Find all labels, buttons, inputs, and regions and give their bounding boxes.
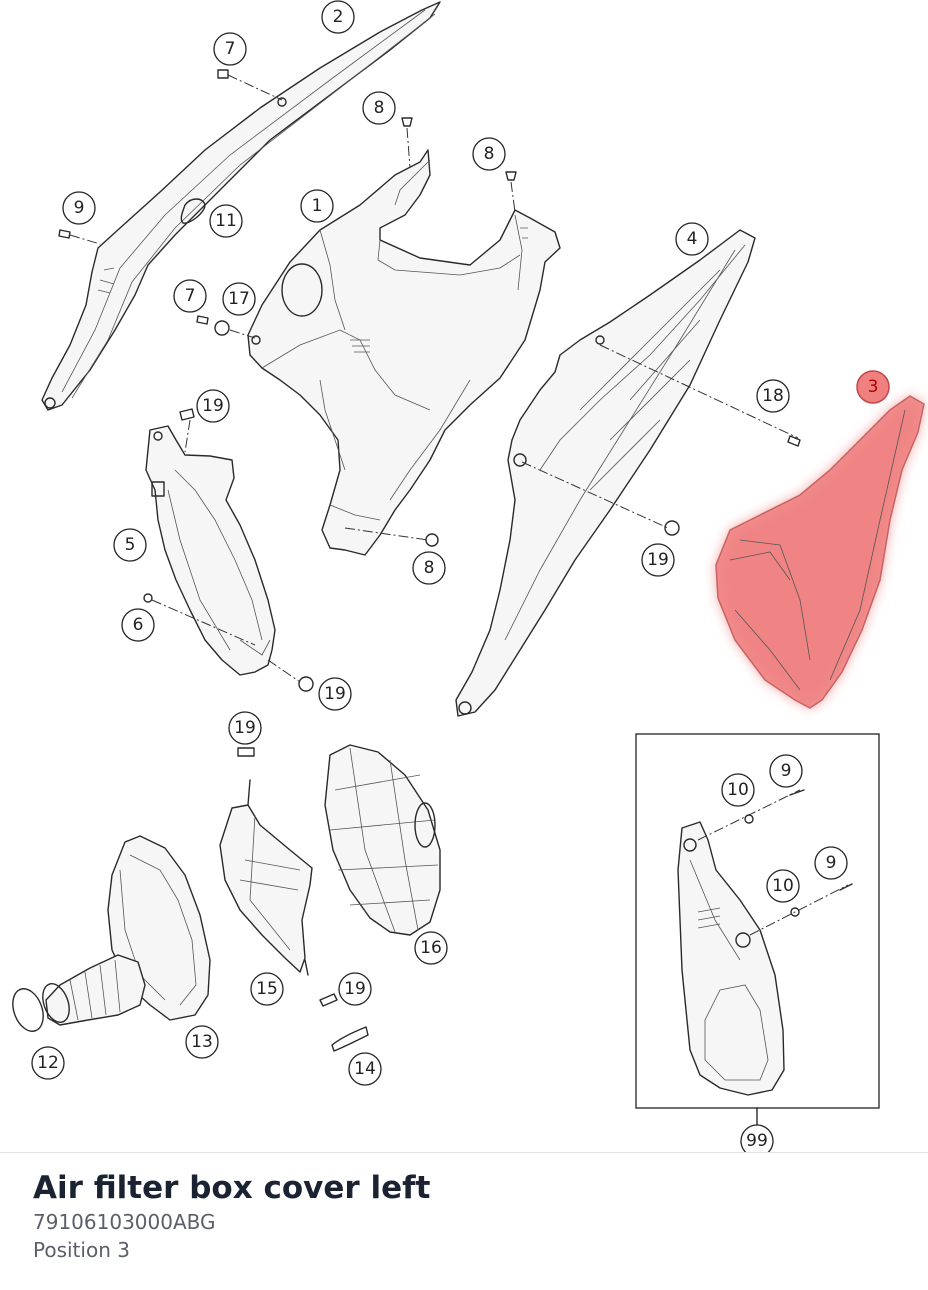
- callout-17[interactable]: 17: [222, 282, 256, 316]
- callout-19-b-label: 19: [647, 550, 669, 570]
- callout-8-top-right[interactable]: 8: [472, 137, 506, 171]
- callout-3-highlighted[interactable]: 3: [856, 370, 890, 404]
- callout-10-inset-top[interactable]: 10: [721, 773, 755, 807]
- part-1-airbox: [247, 149, 561, 556]
- callout-99-label: 99: [746, 1131, 768, 1151]
- part-position: Position 3: [33, 1238, 130, 1262]
- part-4-side-panel: [455, 229, 756, 717]
- callout-19-a[interactable]: 19: [196, 389, 230, 423]
- callout-18[interactable]: 18: [756, 379, 790, 413]
- callout-9-inset-bottom[interactable]: 9: [814, 846, 848, 880]
- part-12-hose-clamp: [12, 954, 146, 1032]
- hardware-fasteners: [58, 69, 801, 1052]
- callout-12[interactable]: 12: [31, 1046, 65, 1080]
- callout-8-top-left-label: 8: [374, 98, 385, 118]
- callout-7-top-label: 7: [225, 39, 236, 59]
- callout-2[interactable]: 2: [321, 0, 355, 34]
- part-5-intake-frame: [145, 425, 276, 676]
- callout-4[interactable]: 4: [675, 222, 709, 256]
- callout-9-left[interactable]: 9: [62, 191, 96, 225]
- callout-15-label: 15: [256, 979, 278, 999]
- callout-8-bottom-label: 8: [424, 558, 435, 578]
- callout-14-label: 14: [354, 1059, 376, 1079]
- callout-6[interactable]: 6: [121, 608, 155, 642]
- callout-1[interactable]: 1: [300, 189, 334, 223]
- callout-9-left-label: 9: [74, 198, 85, 218]
- callout-8-top-left[interactable]: 8: [362, 91, 396, 125]
- callout-2-label: 2: [333, 7, 344, 27]
- callout-4-label: 4: [687, 229, 698, 249]
- part-16-filter-element: [324, 744, 441, 936]
- part-2-frame-strut: [41, 1, 441, 411]
- info-divider: [0, 1152, 928, 1153]
- callout-7-mid[interactable]: 7: [173, 279, 207, 313]
- part-99-inset: [635, 733, 880, 1129]
- callout-1-label: 1: [312, 196, 323, 216]
- callout-19-c[interactable]: 19: [318, 677, 352, 711]
- callout-12-label: 12: [37, 1053, 59, 1073]
- callout-11-label: 11: [215, 211, 237, 231]
- callout-10-inset-top-label: 10: [727, 780, 749, 800]
- callout-17-label: 17: [228, 289, 250, 309]
- callout-19-c-label: 19: [324, 684, 346, 704]
- callout-15[interactable]: 15: [250, 972, 284, 1006]
- part-3-air-filter-box-cover: [715, 395, 925, 709]
- callout-11[interactable]: 11: [209, 204, 243, 238]
- callout-7-top[interactable]: 7: [213, 32, 247, 66]
- callout-19-e-label: 19: [344, 979, 366, 999]
- callout-10-inset-bottom-label: 10: [772, 876, 794, 896]
- callout-7-mid-label: 7: [185, 286, 196, 306]
- part-title: Air filter box cover left: [33, 1170, 431, 1206]
- exploded-parts-diagram: 2 7 8 8 9 1 11 4 7 17 3 18 19 5 19 8 6 1…: [12, 0, 925, 1152]
- callout-16[interactable]: 16: [414, 931, 448, 965]
- callout-19-d-label: 19: [234, 718, 256, 738]
- callout-9-inset-top-label: 9: [781, 761, 792, 781]
- callout-19-e[interactable]: 19: [338, 972, 372, 1006]
- callout-6-label: 6: [133, 615, 144, 635]
- callout-9-inset-bottom-label: 9: [826, 853, 837, 873]
- part-number: 79106103000ABG: [33, 1210, 216, 1234]
- callout-8-top-right-label: 8: [484, 144, 495, 164]
- callout-10-inset-bottom[interactable]: 10: [766, 869, 800, 903]
- callout-19-b[interactable]: 19: [641, 543, 675, 577]
- callout-5[interactable]: 5: [113, 528, 147, 562]
- callout-3-label: 3: [868, 377, 879, 397]
- callout-13[interactable]: 13: [185, 1025, 219, 1059]
- callout-19-a-label: 19: [202, 396, 224, 416]
- callout-13-label: 13: [191, 1032, 213, 1052]
- part-15-filter-cage: [219, 779, 313, 976]
- callout-19-d[interactable]: 19: [228, 711, 262, 745]
- callout-14[interactable]: 14: [348, 1052, 382, 1086]
- callout-5-label: 5: [125, 535, 136, 555]
- callout-9-inset-top[interactable]: 9: [769, 754, 803, 788]
- callout-99[interactable]: 99: [740, 1124, 774, 1152]
- part-info-panel: Air filter box cover left 79106103000ABG…: [33, 1168, 430, 1264]
- callout-18-label: 18: [762, 386, 784, 406]
- callout-8-bottom[interactable]: 8: [412, 551, 446, 585]
- callout-16-label: 16: [420, 938, 442, 958]
